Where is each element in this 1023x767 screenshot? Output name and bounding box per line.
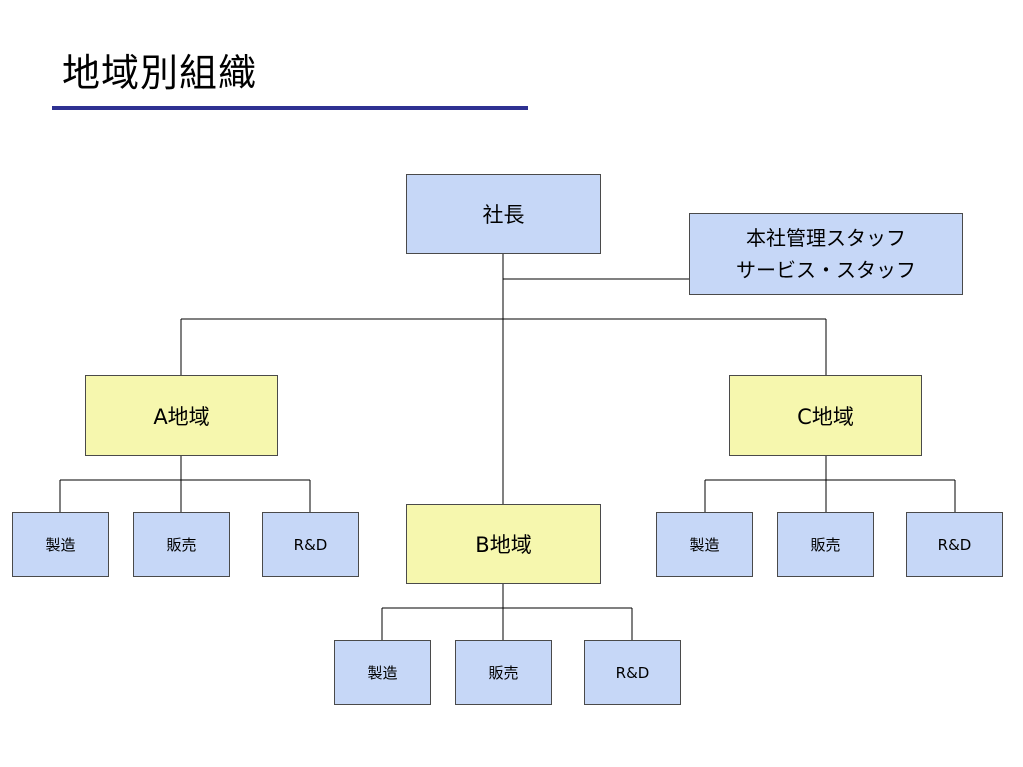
title-underline [52,106,528,110]
node-c-manufacturing-label: 製造 [689,536,720,554]
node-a-rnd: R&D [262,512,359,577]
node-a-rnd-label: R&D [293,535,328,554]
node-a-manufacturing: 製造 [12,512,109,577]
node-c-sales: 販売 [777,512,874,577]
node-a-sales: 販売 [133,512,230,577]
node-a-manufacturing-label: 製造 [45,536,76,554]
node-c-sales-label: 販売 [810,536,841,554]
node-region-a-label: A地域 [153,404,210,429]
node-region-c-label: C地域 [797,404,854,429]
node-b-manufacturing: 製造 [334,640,431,705]
node-c-rnd: R&D [906,512,1003,577]
node-region-b: B地域 [406,504,601,584]
node-region-c: C地域 [729,375,922,456]
node-b-rnd: R&D [584,640,681,705]
node-staff-line2: サービス・スタッフ [736,258,916,282]
node-region-a: A地域 [85,375,278,456]
node-president-label: 社長 [482,203,525,227]
node-b-rnd-label: R&D [615,663,650,682]
node-c-rnd-label: R&D [937,535,972,554]
node-staff-line1: 本社管理スタッフ [746,226,906,250]
node-president: 社長 [406,174,601,254]
node-b-sales: 販売 [455,640,552,705]
node-region-b-label: B地域 [475,533,532,557]
node-c-manufacturing: 製造 [656,512,753,577]
node-a-sales-label: 販売 [166,536,197,554]
node-staff: 本社管理スタッフ サービス・スタッフ [689,213,963,295]
page-title: 地域別組織 [62,51,258,95]
node-b-sales-label: 販売 [488,664,519,682]
node-b-manufacturing-label: 製造 [367,664,398,682]
